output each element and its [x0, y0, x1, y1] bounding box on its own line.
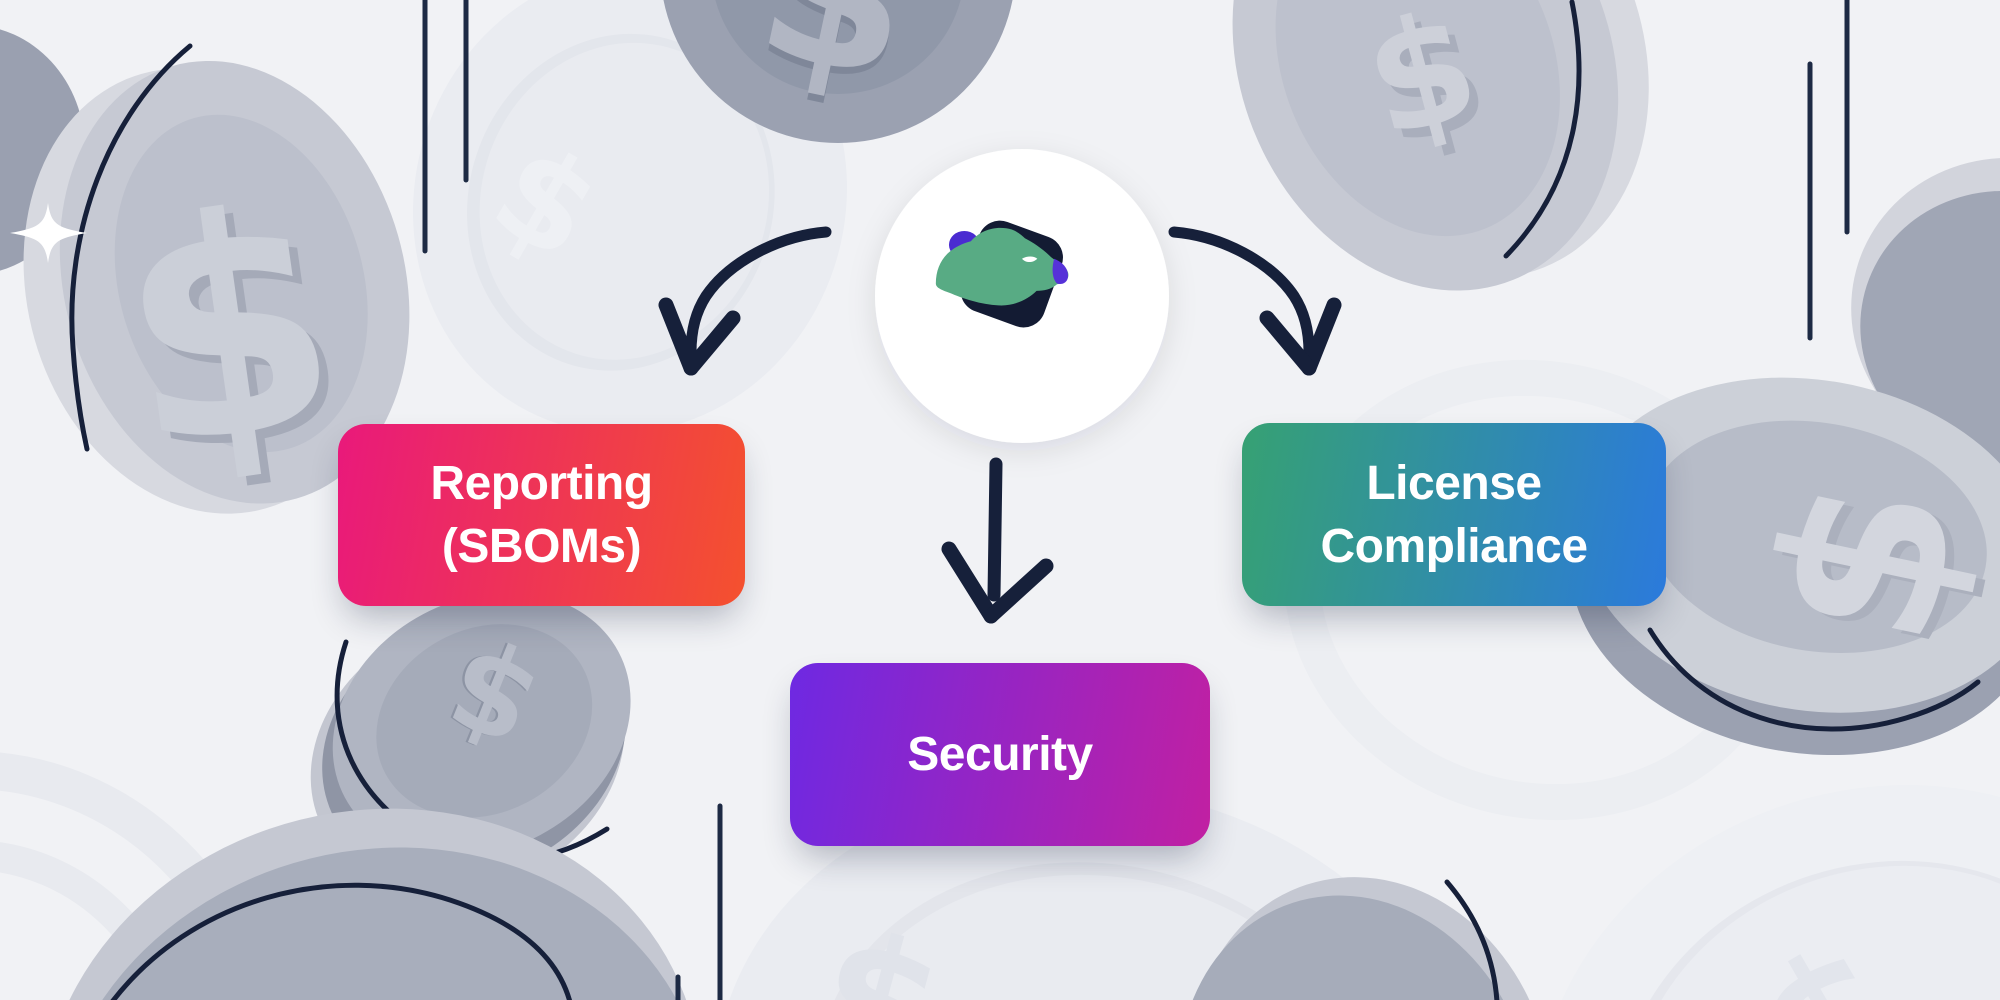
node-label-line1: Reporting: [430, 457, 653, 510]
diagram-node-reporting: Reporting (SBOMs): [338, 424, 745, 606]
diagram-node-security: Security: [790, 663, 1210, 846]
bear-eye: [1021, 256, 1038, 263]
sparkle-icon: [10, 203, 87, 263]
node-label-line2: (SBOMs): [441, 520, 642, 573]
bear-nose: [1052, 258, 1069, 284]
coin-right-edge: [1851, 157, 2000, 473]
node-label-line1: License: [1366, 456, 1542, 510]
arrow-down-icon: [941, 457, 1054, 624]
bear-head: [935, 227, 1069, 306]
arrow-right-curved-icon: [1168, 226, 1342, 376]
coin-top-center: [663, 0, 1013, 143]
coin-top-left: [23, 60, 410, 514]
coin-outline-arc: [110, 882, 572, 1000]
coin-right-lying: [1570, 377, 2000, 756]
coin-mid-left: [310, 592, 631, 894]
dollar-sign: $: [101, 142, 356, 517]
node-label-line2: Compliance: [1320, 519, 1588, 573]
diagram-node-license: License Compliance: [1242, 423, 1666, 606]
bear-logo: [935, 220, 1069, 334]
node-label-line1: Security: [907, 728, 1093, 781]
coin-outline-arc: [1647, 627, 1981, 732]
coin-outline-arc: [69, 43, 193, 452]
dollar-sign: $: [111, 150, 366, 525]
coin-top-right: [1232, 0, 1649, 291]
coin-outline-arc: [1444, 879, 1500, 1000]
speed-lines: [422, 0, 1850, 1000]
coin-outline-arc: [1503, 0, 1582, 259]
ghost-coin-bottom-right: [1534, 785, 2000, 1000]
coin-bottom-small: [1177, 877, 1552, 1000]
coin-bottom-left: [41, 808, 708, 1000]
arrow-left-curved-icon: [658, 226, 832, 376]
